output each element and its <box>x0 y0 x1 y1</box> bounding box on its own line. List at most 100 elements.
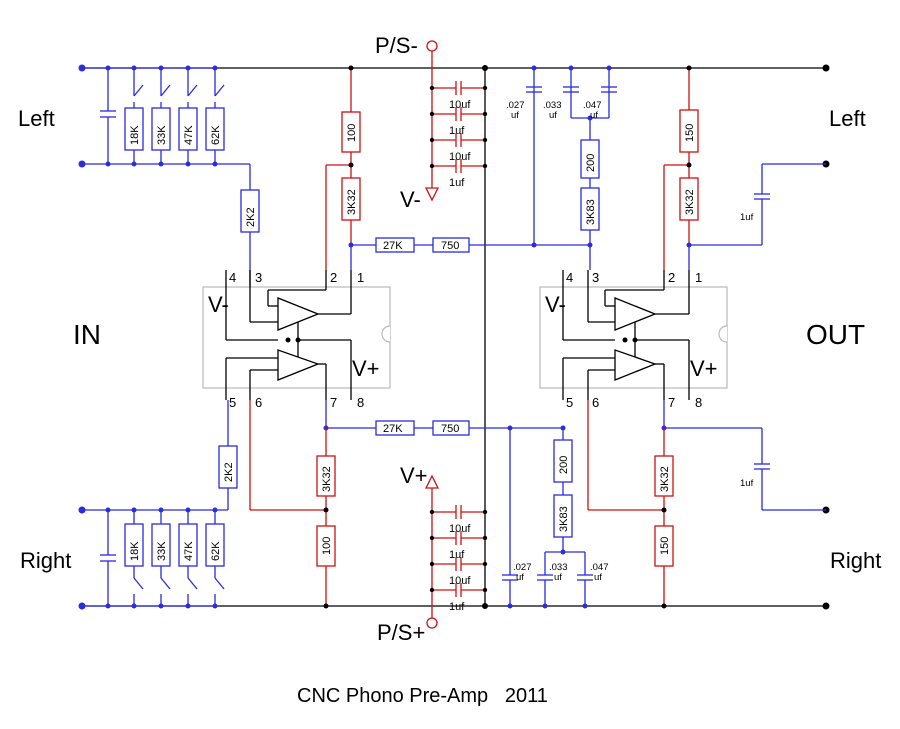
pin-4: 4 <box>566 270 573 285</box>
opamp-chip-output: 4 3 2 1 5 6 7 8 V- V+ <box>539 270 728 410</box>
chip-v-plus-label: V+ <box>352 356 380 381</box>
supply-cap-label: 1uf <box>449 549 465 561</box>
resistor-27k-top: 27K <box>383 240 403 252</box>
v-plus-arrow <box>424 474 440 489</box>
resistor-47k-left: 47K <box>183 125 195 145</box>
resistor-3k83-top: 3K83 <box>585 199 597 225</box>
cap-027-unit: uf <box>511 110 519 121</box>
input-load-47k-right: 47K <box>178 507 198 609</box>
resistor-62k-right: 62K <box>210 541 222 561</box>
input-load-62k-right: 62K <box>205 507 225 609</box>
pin-3: 3 <box>255 270 262 285</box>
supply-cap-label: 10uf <box>449 523 471 535</box>
resistor-18k-right: 18K <box>129 541 141 561</box>
switch-33k[interactable] <box>160 577 171 590</box>
label-v-minus: V- <box>400 187 421 212</box>
pin-8: 8 <box>357 395 364 410</box>
resistor-150-bottom: 150 <box>659 537 671 555</box>
resistor-3k83-bottom: 3K83 <box>558 506 570 532</box>
cap-033-unit: uf <box>554 572 562 583</box>
resistor-100-top: 100 <box>346 124 358 142</box>
pin-6: 6 <box>255 395 262 410</box>
supply-cap-bottom-3: 10uf <box>429 557 488 587</box>
pin-1: 1 <box>695 270 702 285</box>
switch-62k[interactable] <box>214 84 225 97</box>
switch-47k[interactable] <box>187 577 198 590</box>
input-load-18k-right: 18K <box>124 507 144 609</box>
supply-cap-bottom-1: 10uf <box>429 505 488 535</box>
cap-033-value: .033 <box>549 562 568 573</box>
resistor-2k2-left: 2K2 <box>245 207 257 227</box>
cap-033-value: .033 <box>543 100 562 111</box>
terminal-out-right-ground <box>822 602 830 610</box>
labels: Left Right Left Right IN OUT P/S- P/S+ V… <box>18 33 881 707</box>
riaa-cap-labels: .027 uf .033 uf .047 uf .027 uf .033 uf … <box>506 100 754 583</box>
cap-output-left: 1uf <box>740 212 754 223</box>
resistor-200-top: 200 <box>585 154 597 172</box>
pin-4: 4 <box>229 270 236 285</box>
cap-047-value: .047 <box>583 100 602 111</box>
label-v-plus: V+ <box>400 463 428 488</box>
pin-7: 7 <box>330 395 337 410</box>
ps-minus-terminal[interactable] <box>426 40 438 52</box>
chip-v-plus-label: V+ <box>690 356 718 381</box>
chip-v-minus-label: V- <box>545 292 566 317</box>
opamp-a-right <box>614 297 657 331</box>
cap-047-value: .047 <box>590 562 609 573</box>
terminal-out-left-ground <box>822 64 830 72</box>
cap-output-right: 1uf <box>740 478 754 489</box>
opamp-b-right <box>614 349 657 381</box>
supply-cap-top-4: 1uf <box>429 159 488 189</box>
pin-5: 5 <box>566 395 573 410</box>
switch-33k[interactable] <box>160 84 171 97</box>
switch-18k[interactable] <box>133 84 144 97</box>
pin-6: 6 <box>592 395 599 410</box>
resistor-3k32-bottom-right: 3K32 <box>659 466 671 492</box>
input-load-47k-left: 47K <box>178 65 198 167</box>
junction <box>482 65 488 71</box>
opamp-a-left <box>277 297 320 331</box>
terminal-in-right <box>78 506 86 514</box>
pin-5: 5 <box>229 395 236 410</box>
output-stage-network <box>502 65 826 609</box>
switch-47k[interactable] <box>187 84 198 97</box>
pin-3: 3 <box>592 270 599 285</box>
resistor-200-bottom: 200 <box>558 456 570 474</box>
pin-7: 7 <box>668 395 675 410</box>
input-right-network: 18K 33K 47K 62K <box>78 400 229 610</box>
resistor-62k-left: 62K <box>210 125 222 145</box>
resistors: 2K2 2K2 100 3K32 3K32 100 27K 750 27K 75… <box>218 109 699 567</box>
switch-18k[interactable] <box>133 577 144 590</box>
switch-62k[interactable] <box>214 577 225 590</box>
resistor-2k2-right: 2K2 <box>223 462 235 482</box>
resistor-47k-right: 47K <box>183 541 195 561</box>
supply-cap-top-2: 1uf <box>429 107 488 137</box>
input-stage-feedback <box>249 65 590 609</box>
pin-1: 1 <box>357 270 364 285</box>
chip-notch <box>718 325 728 343</box>
resistor-33k-right: 33K <box>156 541 168 561</box>
supply-cap-top-1: 10uf <box>429 81 488 111</box>
opamp-b-left <box>277 349 320 381</box>
pin-2: 2 <box>668 270 675 285</box>
resistor-750-bottom: 750 <box>441 423 459 435</box>
opamp-chip-input: 4 3 2 1 5 6 7 8 V- V+ <box>202 270 391 410</box>
supply-cap-bottom-2: 1uf <box>429 531 488 561</box>
supply-cap-label: 1uf <box>449 601 465 613</box>
terminal-in-left-ground <box>78 64 86 72</box>
label-right-out: Right <box>830 548 881 573</box>
cap-033-unit: uf <box>549 110 557 121</box>
pin-8: 8 <box>695 395 702 410</box>
junction <box>482 603 488 609</box>
pin-2: 2 <box>330 270 337 285</box>
resistor-33k-left: 33K <box>156 125 168 145</box>
resistor-3k32-top-right: 3K32 <box>684 189 696 215</box>
terminal-in-left <box>78 160 86 168</box>
cap-027-value: .027 <box>506 100 525 111</box>
ps-plus-terminal[interactable] <box>426 617 438 629</box>
terminal-in-right-ground <box>78 602 86 610</box>
